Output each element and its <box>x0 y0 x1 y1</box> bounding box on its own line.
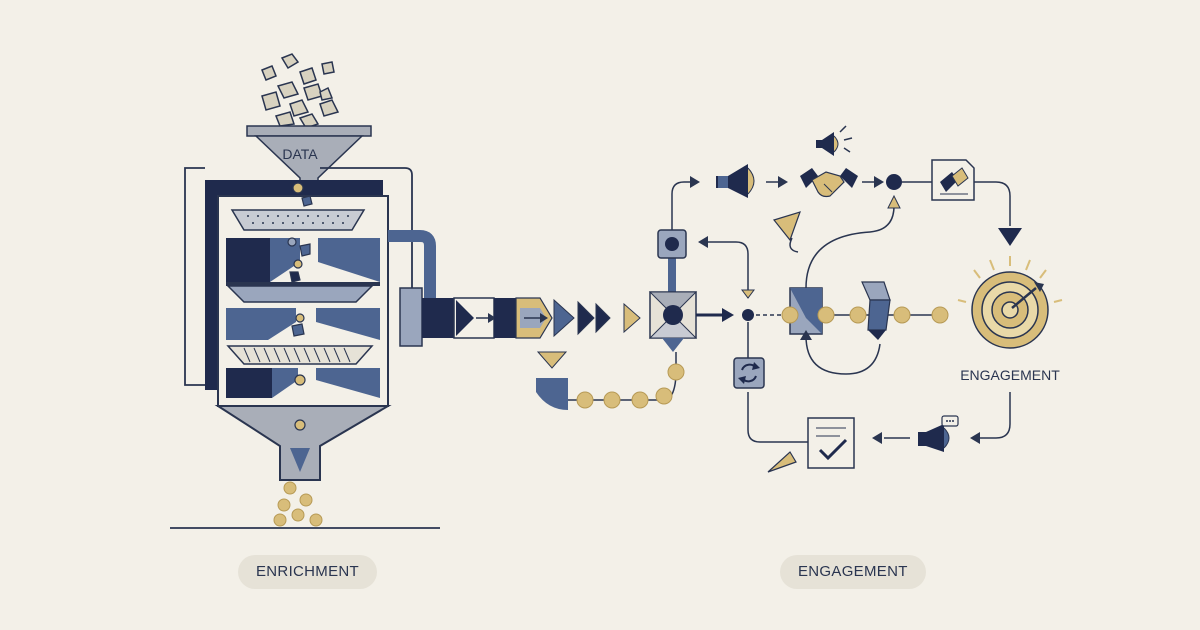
conveyor-belt <box>422 297 553 339</box>
folded-shape-icon <box>861 281 891 340</box>
broadcast-megaphone-icon <box>918 415 959 452</box>
refresh-icon <box>733 357 765 389</box>
enrichment-label: ENRICHMENT <box>238 555 377 589</box>
central-hub <box>648 229 754 352</box>
processing-particles <box>287 182 313 431</box>
pipe-coupling <box>399 287 423 347</box>
raw-data-rocks <box>261 53 340 129</box>
lower-bead-chain <box>536 351 685 410</box>
engagement-label: ENGAGEMENT <box>780 555 926 589</box>
megaphone-icon <box>716 164 755 198</box>
small-megaphone-icon <box>816 125 853 156</box>
content-document-icon <box>931 159 975 201</box>
gold-pointer-icon <box>772 211 801 253</box>
enriched-output-pellets <box>273 481 323 527</box>
target-label: ENGAGEMENT <box>960 367 1060 383</box>
node-dot <box>886 174 902 190</box>
handshake-icon <box>800 168 858 198</box>
gold-cursor-icon <box>767 451 797 473</box>
funnel-label: DATA <box>282 146 318 162</box>
flow-triangles <box>553 298 641 338</box>
target-icon: ENGAGEMENT <box>957 256 1063 383</box>
enrichment-machine <box>205 180 392 481</box>
checklist-document-icon <box>807 417 855 469</box>
middle-bead-chain <box>756 194 949 375</box>
